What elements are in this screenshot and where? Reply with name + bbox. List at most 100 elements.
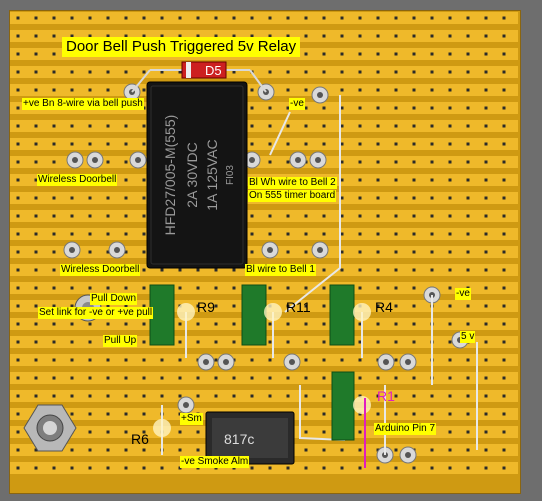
strip-hole — [304, 304, 308, 308]
strip-hole — [52, 376, 56, 380]
strip-hole — [16, 52, 20, 56]
strip-hole — [16, 160, 20, 164]
strip-hole — [232, 466, 236, 470]
strip-hole — [250, 106, 254, 110]
strip-hole — [160, 466, 164, 470]
strip-hole — [70, 322, 74, 326]
strip-hole — [196, 34, 200, 38]
strip-hole — [16, 394, 20, 398]
strip-hole — [142, 16, 146, 20]
strip-hole — [502, 250, 506, 254]
strip-hole — [16, 250, 20, 254]
strip-hole — [466, 160, 470, 164]
strip-hole — [232, 16, 236, 20]
strip-hole — [142, 214, 146, 218]
strip-hole — [196, 448, 200, 452]
strip-hole — [466, 196, 470, 200]
strip-hole — [34, 250, 38, 254]
strip-hole — [70, 286, 74, 290]
strip-hole — [34, 160, 38, 164]
strip-hole — [322, 106, 326, 110]
strip-hole — [142, 178, 146, 182]
strip-hole — [124, 430, 128, 434]
label-pull-up: Pull Up — [103, 335, 138, 347]
strip-hole — [88, 232, 92, 236]
strip-hole — [88, 196, 92, 200]
strip-hole — [88, 340, 92, 344]
strip-hole — [412, 322, 416, 326]
solder-pad-hole — [317, 247, 323, 253]
strip-hole — [376, 178, 380, 182]
strip-hole — [412, 106, 416, 110]
strip-hole — [196, 376, 200, 380]
strip-hole — [124, 286, 128, 290]
strip-hole — [412, 124, 416, 128]
strip-hole — [106, 214, 110, 218]
strip-hole — [394, 322, 398, 326]
strip-hole — [304, 322, 308, 326]
strip-hole — [70, 88, 74, 92]
strip-hole — [178, 322, 182, 326]
relay-rating-2: 1A 125VAC — [204, 139, 220, 210]
label-bl-wire: Bl wire to Bell 1 — [245, 264, 316, 276]
strip-hole — [34, 358, 38, 362]
label-bl-wh-wire: Bl Wh wire to Bell 2 — [248, 177, 337, 189]
strip-hole — [466, 412, 470, 416]
copper-strip — [10, 390, 518, 402]
strip-hole — [376, 250, 380, 254]
strip-hole — [484, 88, 488, 92]
resistor-boards — [149, 284, 371, 468]
strip-hole — [142, 70, 146, 74]
strip-hole — [502, 214, 506, 218]
strip-hole — [376, 394, 380, 398]
label-bell-push: +ve Bn 8-wire via bell push — [22, 98, 144, 110]
strip-hole — [70, 16, 74, 20]
strip-hole — [358, 340, 362, 344]
strip-hole — [286, 34, 290, 38]
strip-hole — [106, 466, 110, 470]
strip-hole — [106, 196, 110, 200]
strip-hole — [376, 142, 380, 146]
strip-hole — [52, 214, 56, 218]
strip-hole — [250, 124, 254, 128]
strip-hole — [286, 214, 290, 218]
strip-hole — [142, 106, 146, 110]
strip-hole — [88, 394, 92, 398]
strip-hole — [124, 178, 128, 182]
strip-hole — [52, 232, 56, 236]
strip-hole — [124, 16, 128, 20]
strip-hole — [322, 358, 326, 362]
strip-hole — [466, 394, 470, 398]
strip-hole — [412, 88, 416, 92]
strip-hole — [466, 466, 470, 470]
strip-hole — [124, 304, 128, 308]
strip-hole — [214, 286, 218, 290]
strip-hole — [484, 376, 488, 380]
strip-hole — [34, 322, 38, 326]
strip-hole — [160, 70, 164, 74]
strip-hole — [16, 412, 20, 416]
strip-hole — [232, 376, 236, 380]
strip-hole — [52, 142, 56, 146]
strip-hole — [250, 250, 254, 254]
strip-hole — [358, 250, 362, 254]
strip-hole — [34, 178, 38, 182]
strip-hole — [268, 466, 272, 470]
strip-hole — [358, 160, 362, 164]
optocoupler-817c: 817c — [205, 411, 295, 465]
strip-hole — [70, 34, 74, 38]
strip-hole — [376, 304, 380, 308]
strip-hole — [358, 394, 362, 398]
strip-hole — [88, 358, 92, 362]
relay-code: FI03 — [225, 165, 236, 185]
strip-hole — [106, 34, 110, 38]
strip-hole — [52, 16, 56, 20]
r4-label: R4 — [375, 299, 393, 315]
strip-hole — [88, 142, 92, 146]
strip-hole — [34, 304, 38, 308]
strip-hole — [88, 214, 92, 218]
strip-hole — [124, 394, 128, 398]
strip-hole — [250, 88, 254, 92]
strip-hole — [340, 124, 344, 128]
